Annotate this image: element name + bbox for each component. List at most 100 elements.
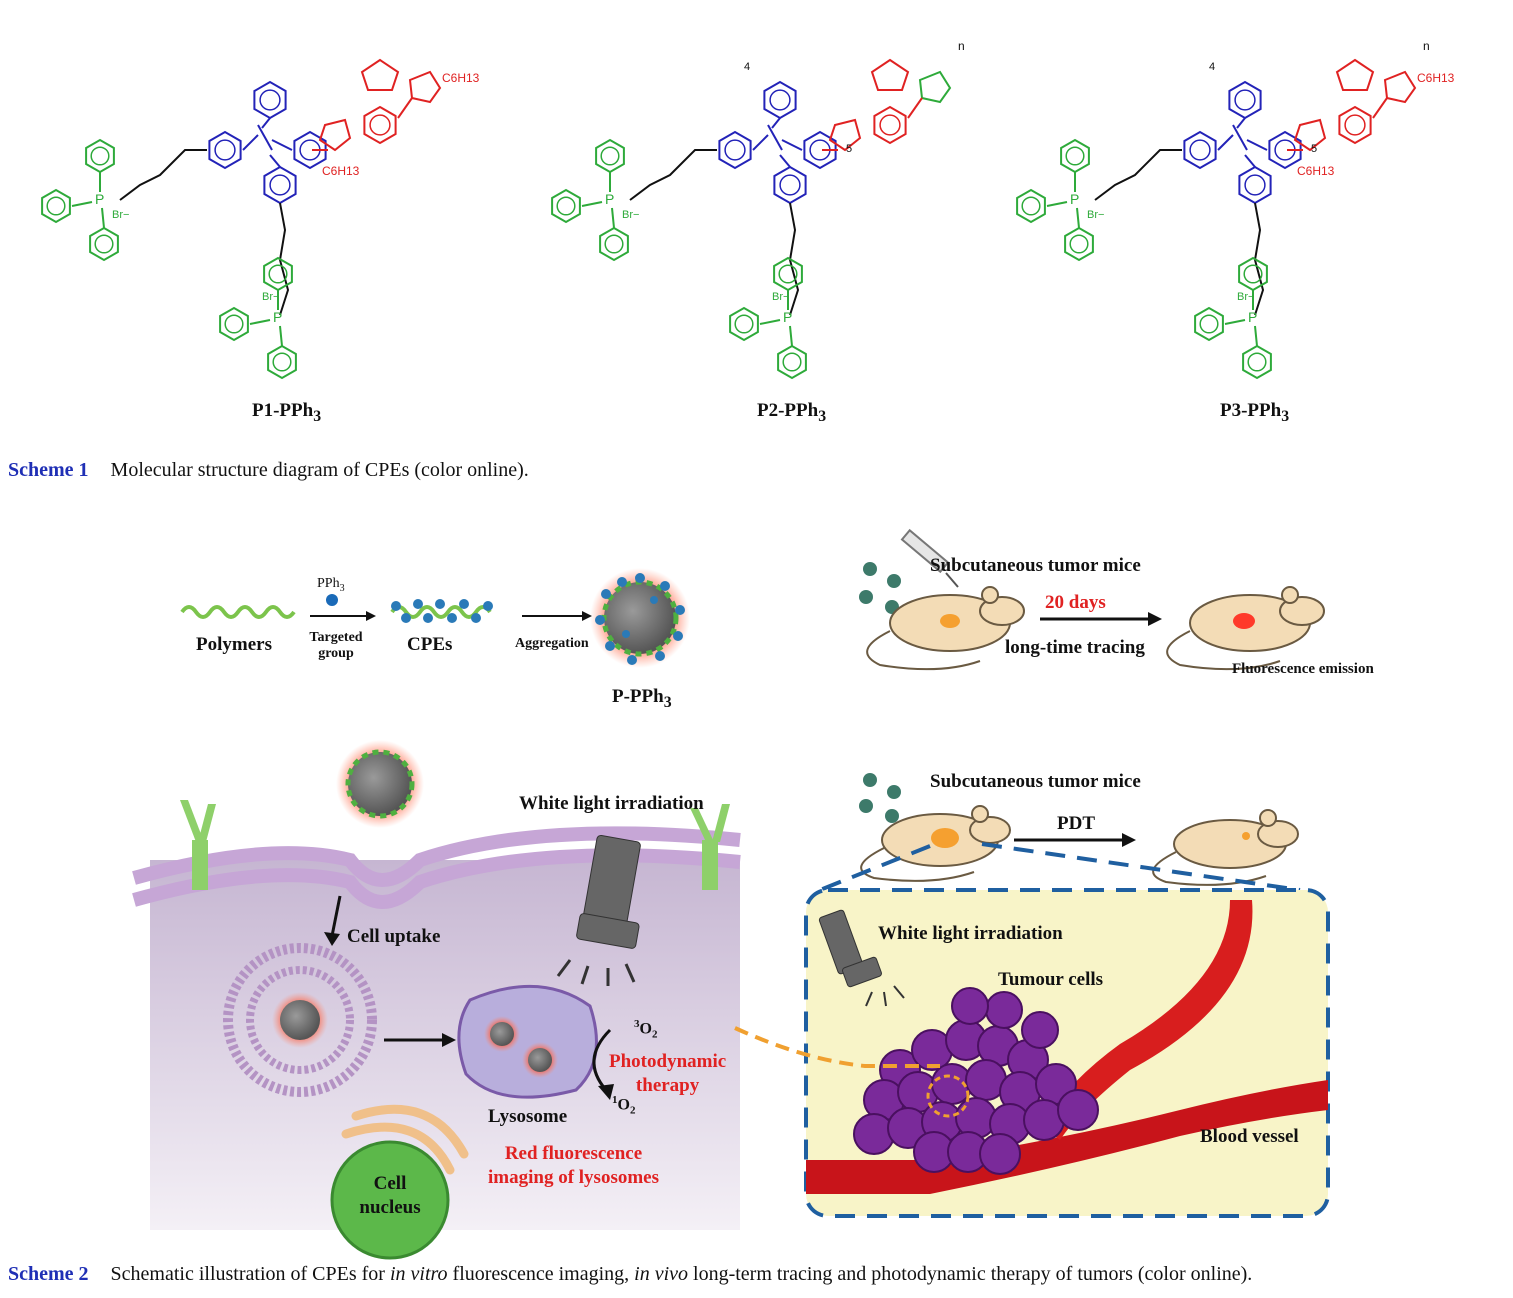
tpe-ring-bottom-inner	[779, 174, 801, 196]
tpe-ring-top	[1228, 80, 1262, 120]
tracing-label: long-time tracing	[1005, 637, 1145, 658]
pdt-label-mice: PDT	[1057, 813, 1095, 834]
tpe-ring-top-inner	[259, 89, 281, 111]
pph3-left-ring-left-inner	[1021, 196, 1041, 216]
pph3-bottom-p: P	[783, 309, 792, 325]
c6h13-bottom: C6H13	[1297, 164, 1335, 178]
pph3-bottom-ring-top	[773, 256, 803, 292]
thiadiazole	[870, 58, 910, 91]
pph3-bottom-bond3	[279, 325, 283, 347]
pph3-left-ring-bottom	[89, 226, 119, 262]
scheme2-caption-key: Scheme 2	[8, 1263, 89, 1285]
btd-ring-inner	[1344, 114, 1366, 136]
thiadiazole	[360, 58, 400, 91]
index-n: n	[958, 39, 965, 53]
link-end	[1372, 97, 1388, 119]
index-5: 5	[846, 143, 852, 155]
tpe-ring-bottom	[1238, 165, 1272, 205]
molecular-structures: PPBr−Br−C6H13C6H13PPBr−Br−45nPPBr−Br−C6H…	[41, 39, 1455, 380]
tpe-ring-left	[718, 130, 752, 170]
pph3-left-ring-left-inner	[46, 196, 66, 216]
pph3-left-ring-bottom	[599, 226, 629, 262]
scheme1-caption-key: Scheme 1	[8, 459, 89, 481]
pph3-left-ring-bottom-inner	[94, 234, 114, 254]
tumor-small	[940, 614, 960, 628]
cell-uptake-label: Cell uptake	[347, 926, 441, 947]
tpe-ring-top	[763, 80, 797, 120]
pph3-left-ring-top	[1060, 138, 1090, 174]
blood-vessel-label: Blood vessel	[1200, 1126, 1299, 1147]
mouse-tumor	[860, 805, 1011, 882]
thiophene-red	[318, 118, 352, 152]
pph3-left-bond3	[1076, 207, 1080, 229]
receptor-right	[690, 804, 730, 890]
polymers-label: Polymers	[196, 634, 272, 655]
golgi	[341, 1104, 469, 1175]
tpe-bond-t	[771, 117, 781, 129]
lysosome	[457, 984, 598, 1099]
pph3-bottom-ring-left	[1194, 306, 1224, 342]
index-4: 4	[744, 61, 750, 73]
br-left: Br−	[112, 209, 129, 221]
tpe-ring-top-inner	[769, 89, 791, 111]
mice-title-top: Subcutaneous tumor mice	[930, 555, 1141, 576]
process-row	[180, 568, 690, 668]
endosome	[223, 943, 377, 1097]
pph3-bottom-ring-left-inner	[224, 314, 244, 334]
tumor-fluorescent	[1233, 613, 1255, 629]
tpe-ring-left	[1183, 130, 1217, 170]
cell-panel	[132, 740, 741, 1260]
polymer-wave	[180, 605, 296, 619]
pph3-left-ring-bottom-inner	[1069, 234, 1089, 254]
index-n: n	[1423, 39, 1430, 53]
pph3-label: PPh3	[317, 576, 345, 594]
pph3-bottom-ring-bottom-inner	[1247, 352, 1267, 372]
lysosome-label: Lysosome	[488, 1106, 568, 1127]
br-left: Br−	[1087, 209, 1104, 221]
pph3-bottom-ring-left	[729, 306, 759, 342]
structure-label-p2: P2-PPh3	[757, 400, 827, 425]
tpe-ring-bottom	[773, 165, 807, 205]
tpe-ring-left-inner	[1189, 139, 1211, 161]
tpe-ring-left	[208, 130, 242, 170]
pph3-left-p: P	[605, 191, 614, 207]
btd-ring-inner	[369, 114, 391, 136]
tpe-ring-right	[803, 130, 837, 170]
tpe-bond-l	[752, 134, 769, 151]
mice-title-bottom: Subcutaneous tumor mice	[930, 771, 1141, 792]
o2-singlet-label: 1O2	[612, 1094, 636, 1117]
pph3-bottom-ring-left-inner	[734, 314, 754, 334]
virus-particles-bottom	[859, 773, 901, 823]
br-bottom: Br−	[1237, 291, 1254, 303]
pph3-bottom-bond2	[249, 319, 271, 325]
pph3-bottom-p: P	[273, 309, 282, 325]
pph3-bottom-ring-bottom	[1242, 344, 1272, 380]
pph3-left-ring-left-inner	[556, 196, 576, 216]
tumor-panel	[804, 773, 1330, 1218]
tpe-bond-r	[271, 139, 293, 151]
pph3-bottom-ring-top	[1238, 256, 1268, 292]
days-label: 20 days	[1045, 592, 1106, 613]
pph3-left-ring-left	[551, 188, 581, 224]
pph3-bottom-bond2	[1224, 319, 1246, 325]
pph3-left-bond2	[71, 201, 93, 207]
index-4: 4	[1209, 61, 1215, 73]
c6h13-bottom: C6H13	[322, 164, 360, 178]
br-bottom: Br−	[772, 291, 789, 303]
pph3-left-ring-top-inner	[1065, 146, 1085, 166]
pph3-bottom-ring-top-inner	[1243, 264, 1263, 284]
tpe-bond-r	[1246, 139, 1268, 151]
br-bottom: Br−	[262, 291, 279, 303]
pph3-bottom-ring-top-inner	[268, 264, 288, 284]
pph3-left-ring-left	[1016, 188, 1046, 224]
tpe-ring-top-inner	[1234, 89, 1256, 111]
tpe-ring-right	[293, 130, 327, 170]
thiadiazole	[1335, 58, 1375, 91]
structure-label-p3: P3-PPh3	[1220, 400, 1290, 425]
c6h13-top: C6H13	[442, 71, 480, 85]
tpe-bond-r	[781, 139, 803, 151]
